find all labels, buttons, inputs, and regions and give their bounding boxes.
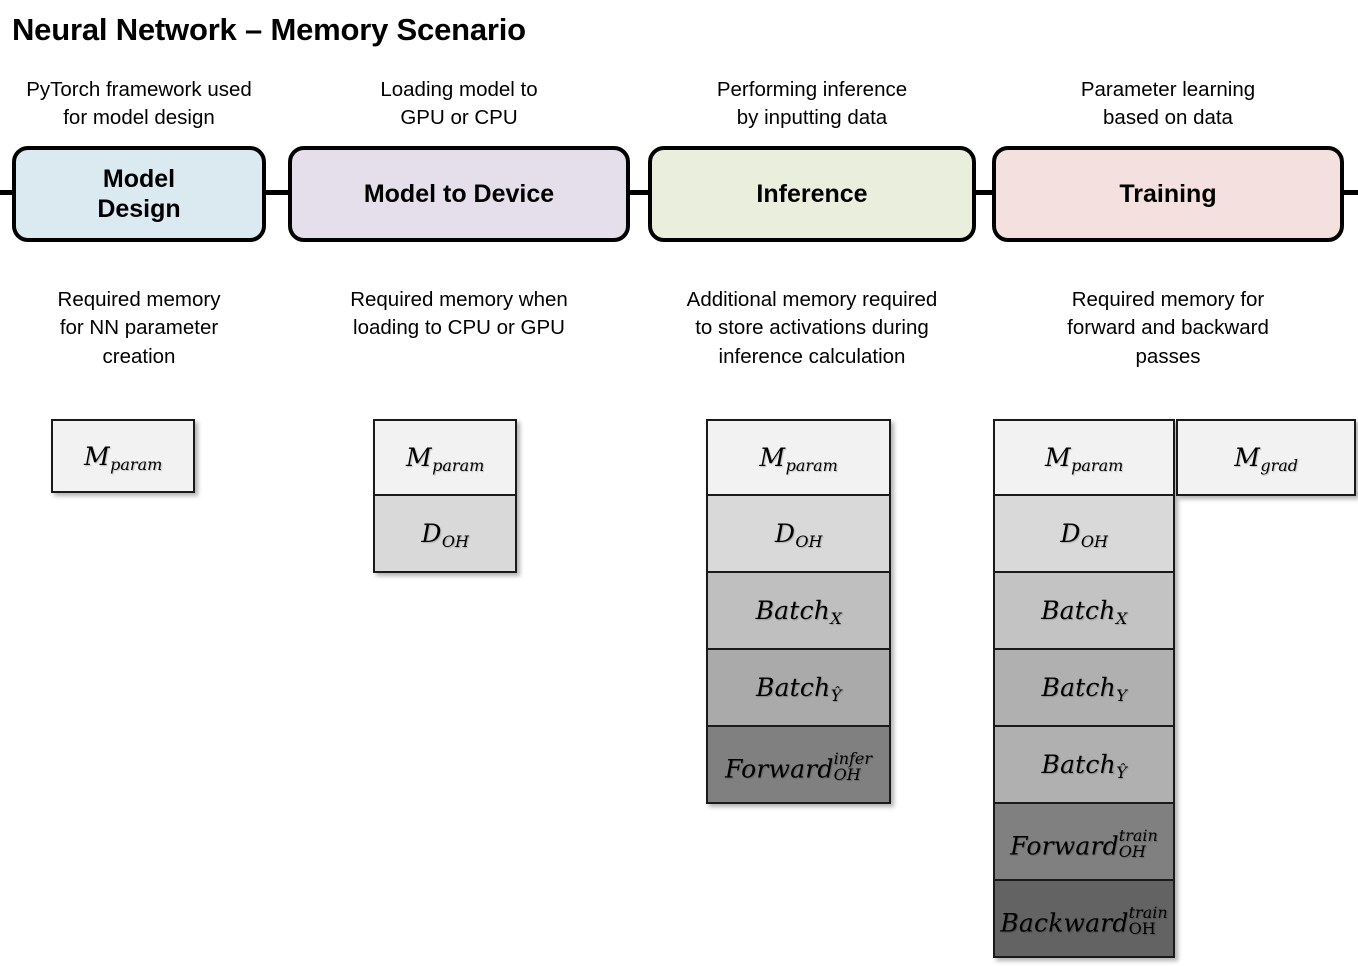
memory-block: BatchX [993, 573, 1175, 650]
flow-box-label-model-to-device: Model to Device [363, 179, 555, 208]
flow-box-training[interactable]: Training [992, 146, 1344, 242]
connector-right-edge [1336, 190, 1358, 195]
memory-block: Mparam [373, 419, 517, 496]
connector-2-3 [618, 190, 656, 195]
memory-block-label: DOH [774, 519, 823, 552]
connector-1-2 [258, 190, 296, 195]
flow-box-inference[interactable]: Inference [648, 146, 976, 242]
memory-stack-training-gradients: Mgrad [1176, 419, 1356, 496]
memory-block: BatchY [993, 650, 1175, 727]
memory-block-label: Mparam [406, 443, 485, 476]
memory-block: BatchŶ [993, 727, 1175, 804]
memory-block-label: Mparam [1045, 443, 1124, 476]
memory-block: DOH [373, 496, 517, 573]
memory-block-label: DOH [1060, 519, 1108, 552]
memory-block: Mparam [706, 419, 891, 496]
memory-block: DOH [993, 496, 1175, 573]
page-title: Neural Network – Memory Scenario [12, 12, 526, 47]
memory-block: Mparam [993, 419, 1175, 496]
memory-block: DOH [706, 496, 891, 573]
memory-block-label: DOH [421, 519, 469, 552]
memory-block: Mparam [51, 419, 195, 493]
memory-block-label: BatchŶ [756, 673, 842, 706]
flow-box-label-training: Training [1119, 179, 1217, 208]
memory-block-label: BatchY [1041, 673, 1127, 706]
memory-block-label: Mparam [84, 441, 163, 474]
memory-block: Mgrad [1176, 419, 1356, 496]
memory-block-label: BatchX [755, 596, 842, 629]
connector-left-edge [0, 190, 20, 195]
memory-block: BatchŶ [706, 650, 891, 727]
memory-block-label: BatchŶ [1041, 750, 1127, 783]
connector-3-4 [966, 190, 1000, 195]
memory-stack-model-design: Mparam [51, 419, 195, 493]
memory-block-label: Mgrad [1234, 443, 1299, 476]
memory-block-label: Mparam [759, 443, 838, 476]
flow-box-model-to-device[interactable]: Model to Device [288, 146, 630, 242]
memory-block: BatchX [706, 573, 891, 650]
flow-box-label-inference: Inference [756, 179, 868, 208]
memory-block-label: BatchX [1041, 596, 1128, 629]
